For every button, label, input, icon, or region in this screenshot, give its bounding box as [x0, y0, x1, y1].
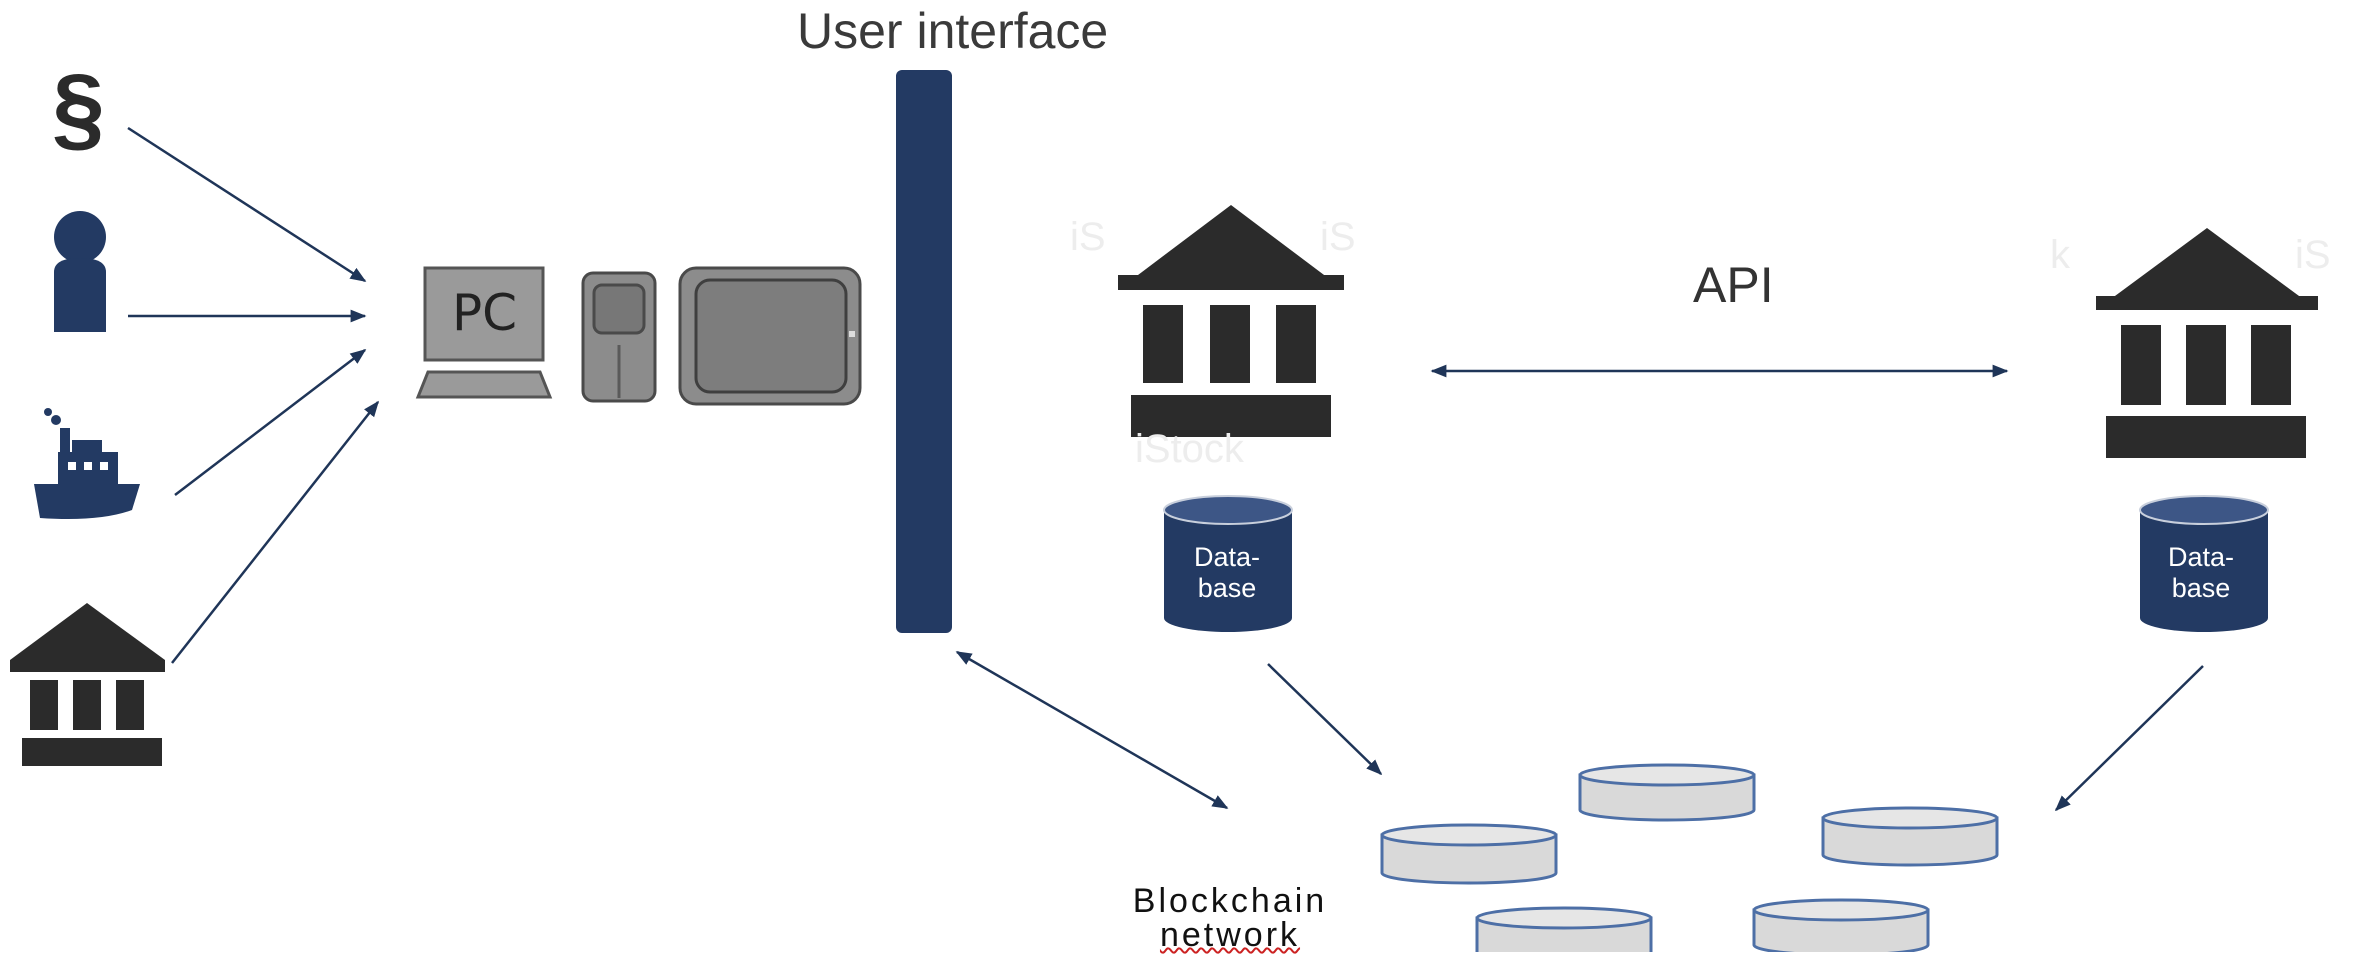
database-icon: [1163, 495, 1293, 632]
arrow-section-to-devices: [127, 126, 367, 283]
blockchain-node-icon: [1752, 898, 1930, 952]
api-label: API: [1693, 257, 1774, 313]
svg-text:iS: iS: [2295, 233, 2331, 277]
person-icon: [54, 211, 106, 332]
user-interface-title: User interface: [797, 3, 1109, 59]
arrow-db-left-to-blockchain: [1267, 663, 1383, 776]
arrow-db-right-to-blockchain: [2054, 665, 2204, 812]
blockchain-node-icon: [1475, 906, 1653, 952]
phone-icon: [581, 271, 657, 403]
tablet-icon: [678, 266, 862, 406]
arrow-ship-to-devices: [174, 349, 367, 496]
arrow-ui-blockchain: [955, 650, 1229, 810]
blockchain-node-icon: [1821, 806, 1999, 867]
blockchain-node-icon: [1380, 823, 1558, 885]
ship-icon: [34, 408, 140, 519]
svg-text:iS: iS: [1070, 215, 1106, 259]
arrow-bank-to-devices: [171, 400, 379, 664]
pc-label: PC: [452, 284, 518, 342]
database-label-left: Data- base: [1193, 542, 1261, 603]
blockchain-label-line2: network: [1159, 916, 1301, 954]
svg-text:iS: iS: [1320, 215, 1356, 259]
bank-icon: [2096, 228, 2318, 458]
svg-text:k: k: [2050, 233, 2071, 277]
svg-text:iStock: iStock: [1135, 427, 1245, 471]
database-icon: [2139, 495, 2269, 632]
database-label-right: Data- base: [2167, 542, 2235, 603]
blockchain-network-label: Blockchain network: [1070, 884, 1390, 952]
user-interface-bar: [896, 70, 952, 633]
bank-icon: [10, 603, 165, 766]
bank-icon: [1118, 205, 1344, 437]
section-symbol-icon: §: [52, 55, 105, 161]
blockchain-label-line1: Blockchain: [1132, 882, 1328, 920]
blockchain-node-icon: [1578, 763, 1756, 822]
pc-icon: [415, 266, 553, 399]
